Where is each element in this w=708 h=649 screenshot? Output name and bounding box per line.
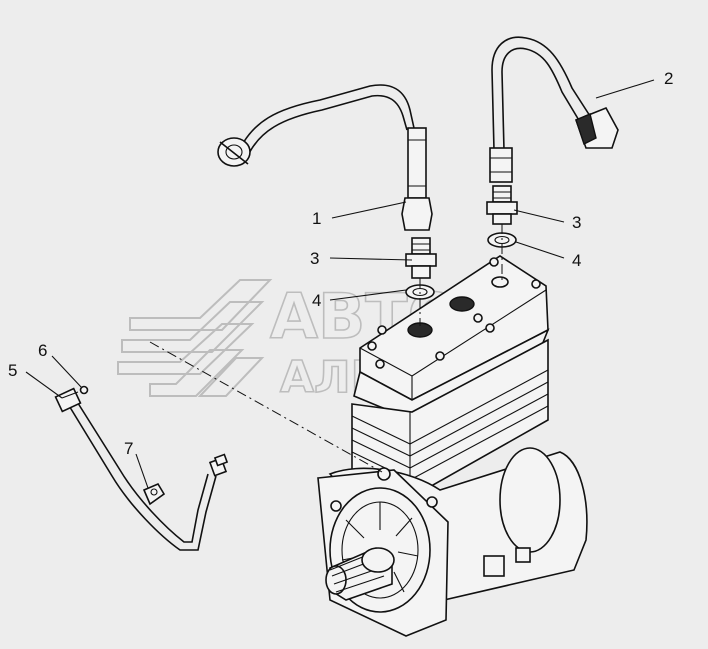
- pipe-1-nut: [401, 197, 433, 231]
- air-compressor: [317, 255, 588, 637]
- pipe-1-end-nut: [217, 137, 251, 167]
- callout-3-right: 3: [572, 213, 581, 232]
- callout-6: 6: [38, 341, 47, 360]
- pipe-2: [489, 36, 619, 183]
- callout-4-right: 4: [572, 251, 581, 270]
- watermark-emblem: [117, 279, 273, 397]
- lower-pipe: [54, 385, 229, 551]
- drive-shaft: [325, 547, 395, 601]
- pipe-1-hose: [407, 127, 427, 199]
- pipe-2-end-fitting: [574, 106, 619, 149]
- fitting-3-right: [486, 185, 518, 225]
- callout-2: 2: [664, 69, 673, 88]
- port-rear: [449, 296, 475, 312]
- washer-6: [79, 385, 89, 395]
- lower-pipe-end: [208, 453, 229, 477]
- fitting-3-left: [405, 237, 437, 279]
- callout-4-left: 4: [312, 291, 321, 310]
- clamp-7: [142, 482, 166, 506]
- pipe-2-nut: [489, 147, 513, 183]
- leader-lines: [25, 79, 655, 489]
- callout-1: 1: [312, 209, 321, 228]
- pipe-1: [217, 84, 433, 231]
- callout-5: 5: [8, 361, 17, 380]
- fitting-5: [54, 387, 82, 413]
- callout-7: 7: [124, 439, 133, 458]
- callouts: 1 2 3 3 4 4 5 6 7: [8, 69, 673, 458]
- center-lines: [149, 224, 503, 473]
- callout-3-left: 3: [310, 249, 319, 268]
